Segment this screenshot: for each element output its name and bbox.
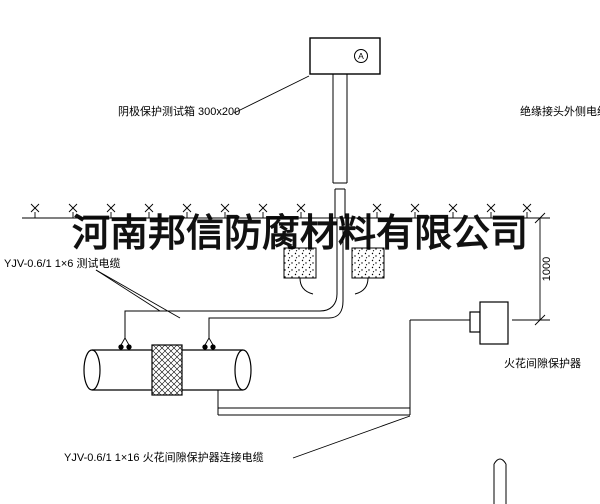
test-cable-label: YJV-0.6/1 1×6 测试电缆 <box>4 258 121 270</box>
company-watermark: 河南邦信防腐材料有限公司 <box>71 213 528 255</box>
spark-gap-protector-label: 火花间隙保护器 <box>504 358 581 370</box>
concrete-foundations <box>283 247 385 295</box>
riser-symbol <box>493 458 507 504</box>
spark-gap-cable <box>217 319 470 416</box>
insulated-joint-cable-label: 绝缘接头外侧电缆 <box>520 106 600 118</box>
test-cables <box>124 219 344 338</box>
ammeter-icon <box>354 49 368 63</box>
ammeter-letter: A <box>358 51 364 61</box>
pipeline <box>83 344 252 396</box>
test-box: A <box>309 37 381 75</box>
cable-weld-points <box>118 337 216 350</box>
pipe-coupling <box>151 344 183 396</box>
leader-lines <box>95 75 411 459</box>
connection-cable-label: YJV-0.6/1 1×16 火花间隙保护器连接电缆 <box>64 452 264 464</box>
dimension-line <box>512 212 550 326</box>
test-post <box>332 74 348 218</box>
test-box-label: 阴极保护测试箱 300x200 <box>118 106 241 118</box>
spark-gap-protector <box>469 301 509 345</box>
